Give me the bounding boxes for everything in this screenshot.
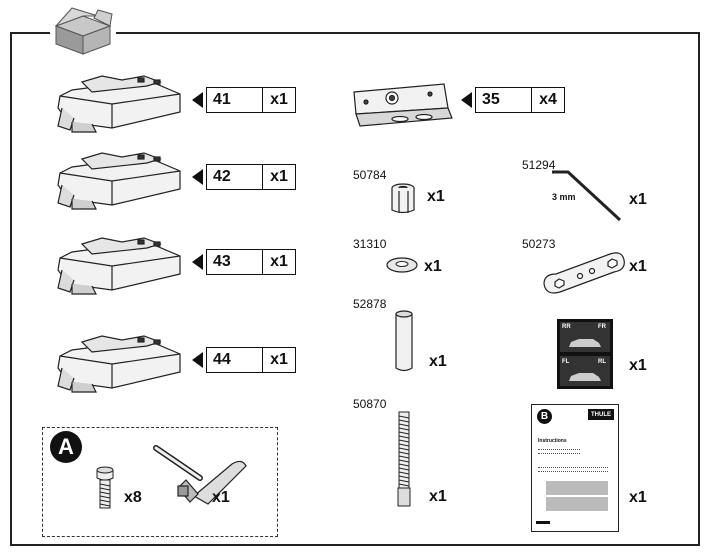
part-number-label: 50273 bbox=[522, 237, 556, 251]
part-number: 42 bbox=[207, 165, 263, 189]
instruction-manual: B THULE Instructions bbox=[531, 404, 619, 532]
part-number-label: 51294 bbox=[522, 158, 556, 172]
part-quantity: x4 bbox=[539, 91, 557, 108]
part-number-label: 31310 bbox=[353, 237, 387, 251]
threaded-rod-image bbox=[397, 411, 411, 507]
hex-bolt-image bbox=[96, 466, 114, 509]
part-quantity: x1 bbox=[629, 357, 647, 374]
bolt-quantity: x8 bbox=[124, 489, 142, 506]
pointer-arrow-icon bbox=[192, 254, 203, 270]
part-quantity: x1 bbox=[629, 191, 647, 208]
t-handle-key-image bbox=[153, 445, 247, 505]
part-quantity: x1 bbox=[270, 253, 288, 270]
manual-badge: B bbox=[537, 409, 552, 424]
pointer-arrow-icon bbox=[192, 169, 203, 185]
part-tag-44: 44 x1 bbox=[192, 347, 296, 373]
part-tag-42: 42 x1 bbox=[192, 164, 296, 190]
part-quantity: x1 bbox=[429, 488, 447, 505]
foot-pad-41-image bbox=[57, 75, 181, 133]
pointer-arrow-icon bbox=[192, 352, 203, 368]
flat-wrench-image bbox=[543, 252, 625, 294]
sticker-label: RR bbox=[562, 324, 571, 330]
part-quantity: x1 bbox=[270, 91, 288, 108]
part-tag-43: 43 x1 bbox=[192, 249, 296, 275]
hex-nut-image bbox=[391, 183, 415, 214]
part-number: 44 bbox=[207, 348, 263, 372]
part-number-label: 52878 bbox=[353, 297, 387, 311]
part-tag-35: 35 x4 bbox=[461, 87, 565, 113]
foot-pad-42-image bbox=[57, 152, 181, 210]
mounting-bracket-image bbox=[353, 83, 453, 127]
foot-pad-44-image bbox=[57, 335, 181, 393]
part-quantity: x1 bbox=[629, 489, 647, 506]
pointer-arrow-icon bbox=[192, 92, 203, 108]
part-quantity: x1 bbox=[629, 258, 647, 275]
sticker-label: FL bbox=[562, 359, 570, 365]
manual-heading: Instructions bbox=[538, 438, 567, 444]
spacer-tube-image bbox=[395, 310, 413, 372]
sticker-label: RL bbox=[598, 359, 606, 365]
part-quantity: x1 bbox=[429, 353, 447, 370]
kit-a-badge: A bbox=[50, 431, 82, 463]
sticker-label: FR bbox=[598, 324, 606, 330]
part-number: 35 bbox=[476, 88, 532, 112]
part-tag-41: 41 x1 bbox=[192, 87, 296, 113]
part-quantity: x1 bbox=[424, 258, 442, 275]
package-box-icon bbox=[50, 4, 116, 56]
spring-washer-image bbox=[386, 257, 418, 273]
key-quantity: x1 bbox=[212, 489, 230, 506]
hex-key-icon bbox=[552, 170, 622, 222]
car-icon bbox=[569, 373, 601, 381]
kit-a-box bbox=[42, 427, 278, 537]
part-quantity: x1 bbox=[270, 168, 288, 185]
pointer-arrow-icon bbox=[461, 92, 472, 108]
part-number-label: 50870 bbox=[353, 397, 387, 411]
brand-logo: THULE bbox=[588, 409, 614, 420]
key-size-label: 3 mm bbox=[552, 192, 576, 202]
foot-pad-43-image bbox=[57, 237, 181, 295]
part-quantity: x1 bbox=[270, 351, 288, 368]
part-quantity: x1 bbox=[427, 188, 445, 205]
part-number: 41 bbox=[207, 88, 263, 112]
position-sticker: RR FR FL RL bbox=[557, 319, 613, 389]
part-number: 43 bbox=[207, 250, 263, 274]
car-icon bbox=[569, 339, 601, 347]
part-number-label: 50784 bbox=[353, 168, 387, 182]
